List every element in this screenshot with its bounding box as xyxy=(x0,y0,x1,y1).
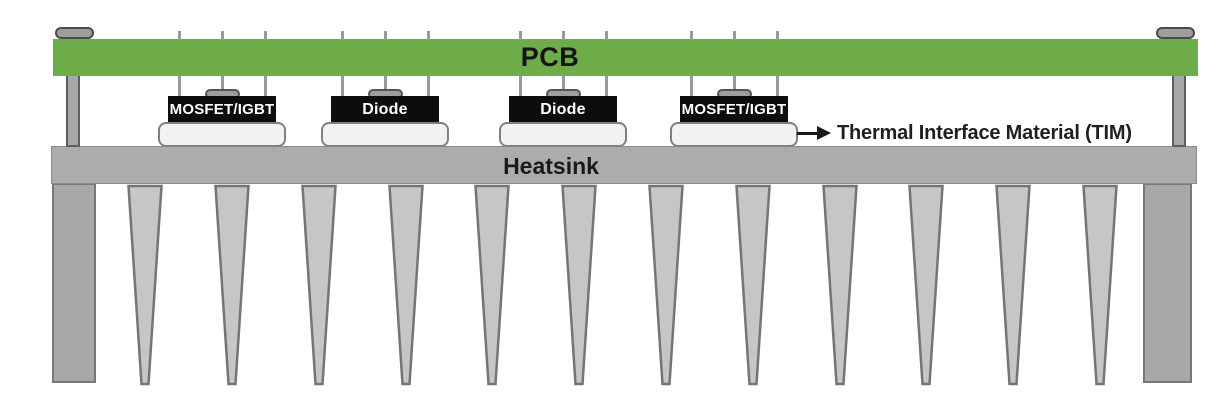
heatsink-label: Heatsink xyxy=(503,153,599,179)
pin-stub xyxy=(690,31,693,40)
standoff-left xyxy=(66,76,80,147)
heatsink-fin xyxy=(908,184,944,386)
component-label: Diode xyxy=(540,101,586,118)
component-label: Diode xyxy=(362,101,408,118)
tim-annotation: Thermal Interface Material (TIM) xyxy=(837,122,1132,144)
heatsink-fin xyxy=(822,184,858,386)
heatsink-fin xyxy=(995,184,1031,386)
pin-lead xyxy=(605,76,608,97)
heatsink-leg-right xyxy=(1143,183,1192,383)
heatsink-baseplate: Heatsink xyxy=(51,146,1197,184)
pin-stub xyxy=(264,31,267,40)
arrowhead-icon xyxy=(817,126,831,140)
tim-pad xyxy=(158,122,286,147)
pin-stub xyxy=(776,31,779,40)
tim-pad xyxy=(499,122,627,147)
component-body: Diode xyxy=(509,96,617,122)
screw-head-right-icon xyxy=(1156,27,1195,39)
component-body: MOSFET/IGBT xyxy=(168,96,276,122)
heatsink-fin xyxy=(127,184,163,386)
tim-pad xyxy=(670,122,798,147)
pin-lead xyxy=(264,76,267,97)
component-diode-2: Diode xyxy=(499,31,627,147)
heatsink-fin xyxy=(735,184,771,386)
pcb-label: PCB xyxy=(520,42,580,72)
component-label: MOSFET/IGBT xyxy=(169,101,275,118)
pin-lead xyxy=(384,76,387,97)
pin-stub xyxy=(733,31,736,40)
component-mosfet-igbt-1: MOSFET/IGBT xyxy=(158,31,286,147)
standoff-right xyxy=(1172,76,1186,147)
pin-lead xyxy=(341,76,344,97)
pin-lead xyxy=(519,76,522,97)
pin-lead xyxy=(690,76,693,97)
heatsink-fin xyxy=(388,184,424,386)
heatsink-leg-left xyxy=(52,183,96,383)
pin-stub xyxy=(562,31,565,40)
pcb-board: PCB xyxy=(53,39,1198,76)
screw-head-left-icon xyxy=(55,27,94,39)
heatsink-fin xyxy=(474,184,510,386)
pin-lead xyxy=(427,76,430,97)
component-label: MOSFET/IGBT xyxy=(681,101,787,118)
pin-stub xyxy=(178,31,181,40)
heatsink-fin xyxy=(214,184,250,386)
component-body: Diode xyxy=(331,96,439,122)
heatsink-fin xyxy=(1082,184,1118,386)
component-body: MOSFET/IGBT xyxy=(680,96,788,122)
pin-stub xyxy=(221,31,224,40)
heatsink-fin xyxy=(648,184,684,386)
pin-lead xyxy=(562,76,565,97)
pin-stub xyxy=(605,31,608,40)
heatsink-fin xyxy=(561,184,597,386)
tim-pad xyxy=(321,122,449,147)
pin-lead xyxy=(733,76,736,97)
pin-stub xyxy=(427,31,430,40)
pin-lead xyxy=(178,76,181,97)
component-mosfet-igbt-2: MOSFET/IGBT xyxy=(670,31,798,147)
heatsink-fin xyxy=(301,184,337,386)
callout-line xyxy=(797,132,818,135)
pin-stub xyxy=(341,31,344,40)
pin-stub xyxy=(519,31,522,40)
pin-lead xyxy=(221,76,224,97)
component-diode-1: Diode xyxy=(321,31,449,147)
pin-stub xyxy=(384,31,387,40)
pin-lead xyxy=(776,76,779,97)
